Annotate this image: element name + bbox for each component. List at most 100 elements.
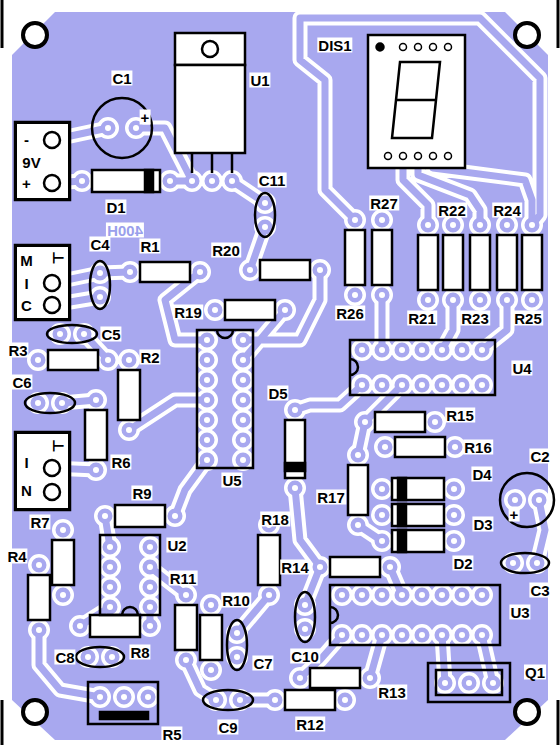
part-label: R13: [377, 685, 407, 700]
mounting-hole: [23, 23, 539, 724]
regulator-outline: [231, 153, 234, 173]
connector-body: [15, 432, 70, 510]
board-marking: 400H: [106, 223, 144, 238]
resistor-symbol: [28, 230, 542, 710]
terminal-block: MIC⊥: [15, 245, 70, 320]
trimmer-outline: [88, 682, 158, 724]
diode-symbol: [398, 478, 406, 500]
ic-outline: [350, 340, 495, 395]
capacitor-symbol: [47, 325, 97, 343]
capacitor-symbol: [295, 592, 315, 642]
diode-symbol: [392, 504, 444, 526]
part-label: R15: [445, 408, 475, 423]
part-label: C5: [100, 327, 121, 342]
ic-outline: [197, 330, 253, 468]
part-label: C11: [258, 173, 287, 188]
pin-label: 9V: [22, 154, 40, 169]
pin-label: M: [20, 252, 33, 267]
resistor-symbol: [348, 465, 368, 515]
part-label: R20: [211, 243, 241, 258]
display-outline: [400, 153, 407, 160]
resistor-symbol: [258, 535, 280, 585]
display-outline: [392, 62, 440, 138]
part-label: R9: [131, 486, 152, 501]
diode-symbol: [285, 420, 305, 478]
regulator-outline: [175, 65, 245, 153]
connector-body: [44, 484, 60, 500]
connector-body: [15, 122, 70, 510]
mounting-hole: [515, 23, 539, 47]
display-outline: [445, 153, 452, 160]
regulator-outline: [202, 41, 218, 57]
transistor-outline: [428, 663, 510, 702]
capacitor-symbol: [227, 620, 247, 670]
connector-body: [44, 460, 60, 476]
board-edge-mark: [557, 0, 560, 48]
capacitor-symbol: [90, 261, 110, 309]
part-label: C4: [89, 237, 110, 252]
resistor-symbol: [470, 235, 490, 290]
part-label: R18: [260, 512, 290, 527]
terminal-block: IN⊥: [15, 432, 70, 510]
display-outline: [415, 153, 422, 160]
connector-body: [44, 297, 60, 313]
solder-pad: [38, 128, 539, 700]
solder-pad: [38, 128, 539, 700]
part-label: R22: [437, 203, 467, 218]
trimmer-outline: [88, 682, 158, 724]
resistor-symbol: [52, 540, 74, 585]
capacitor-symbol: [25, 393, 75, 413]
part-label: R25: [513, 311, 543, 326]
part-label: R5: [161, 727, 182, 742]
capacitor-symbol: [92, 98, 152, 158]
diode-symbol: [145, 170, 153, 192]
board-edge-mark: [1, 0, 4, 48]
part-label: R12: [295, 717, 325, 732]
board-edge-mark: [1, 700, 4, 745]
diode-symbol: [392, 478, 444, 500]
resistor-symbol: [48, 350, 98, 370]
resistor-symbol: [310, 668, 360, 688]
pin-label: -: [24, 131, 29, 146]
part-label: D2: [452, 556, 473, 571]
display-outline: [368, 35, 465, 168]
pin-label: I: [24, 454, 28, 469]
resistor-symbol: [225, 300, 275, 320]
regulator-outline: [211, 153, 214, 173]
trace-clearance: [38, 128, 539, 700]
ic-outline: [122, 607, 138, 615]
part-label: U3: [509, 605, 530, 620]
part-label: C6: [11, 375, 32, 390]
part-label: D4: [471, 467, 492, 482]
copper-pour: [12, 12, 548, 740]
diode-symbol: [398, 504, 406, 526]
part-label: C9: [217, 720, 238, 735]
part-label: R16: [463, 440, 493, 455]
part-label: R27: [369, 196, 399, 211]
regulator-outline: [175, 33, 245, 65]
ic-outline: [100, 535, 160, 615]
capacitor-symbol: [25, 98, 554, 710]
connector-body: [15, 122, 70, 200]
resistor-symbol: [140, 262, 190, 282]
part-label: R21: [407, 311, 437, 326]
ic-outline: [217, 330, 233, 338]
part-label: R3: [7, 343, 28, 358]
part-label: R10: [221, 593, 251, 608]
part-label: R17: [316, 490, 346, 505]
resistor-symbol: [260, 260, 310, 280]
part-label: R8: [129, 645, 150, 660]
part-label: R1: [139, 239, 160, 254]
resistor-symbol: [345, 230, 365, 285]
resistor-symbol: [85, 410, 107, 460]
resistor-symbol: [115, 505, 165, 527]
diode-symbol: [285, 463, 305, 471]
resistor-symbol: [175, 605, 197, 650]
part-label: Q1: [524, 665, 546, 680]
part-label: R7: [29, 515, 50, 530]
display-outline: [400, 44, 407, 51]
diode-symbol: [92, 170, 444, 552]
